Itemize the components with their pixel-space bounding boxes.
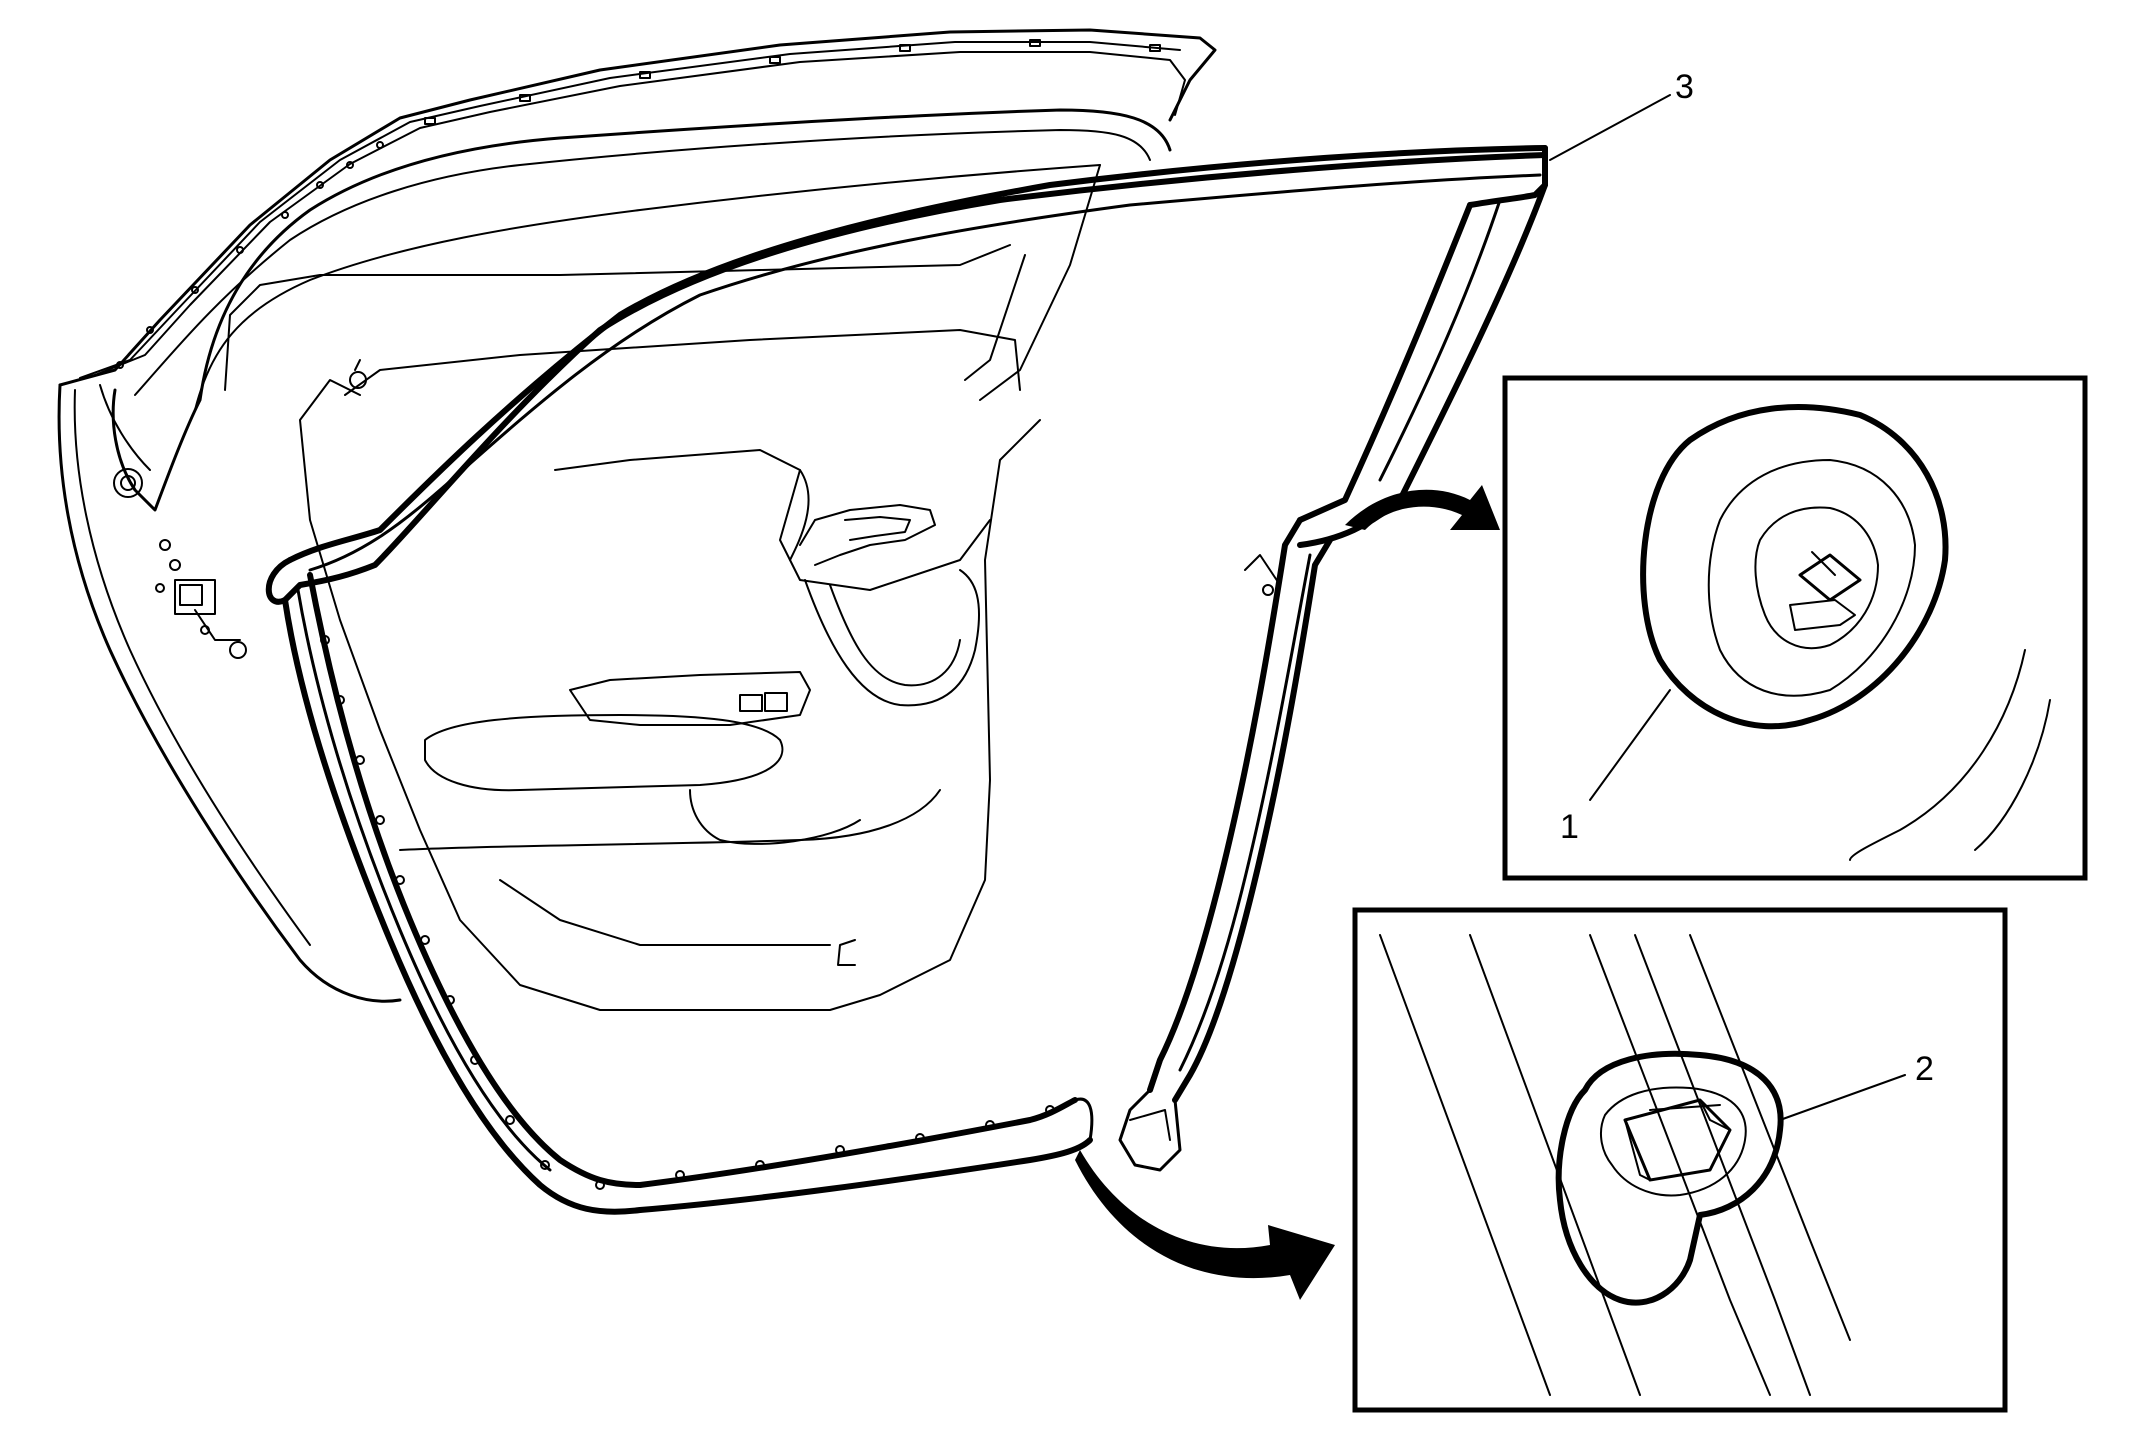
detail-view-1: 1 <box>1502 375 2088 881</box>
callout-3-label: 3 <box>1675 68 1694 106</box>
door-assembly <box>57 28 1217 1011</box>
arrow-to-detail-1 <box>1345 485 1500 530</box>
frame-rivets <box>116 39 1161 369</box>
callout-2-label: 2 <box>1915 1050 1934 1088</box>
detail-view-2: 2 <box>1352 907 2008 1413</box>
weatherstrip <box>265 145 1548 1215</box>
weatherstrip-pins <box>320 635 1055 1190</box>
callout-3: 3 <box>1549 68 1694 161</box>
arrow-to-detail-2 <box>1075 1150 1335 1300</box>
callout-1-label: 1 <box>1560 808 1579 846</box>
